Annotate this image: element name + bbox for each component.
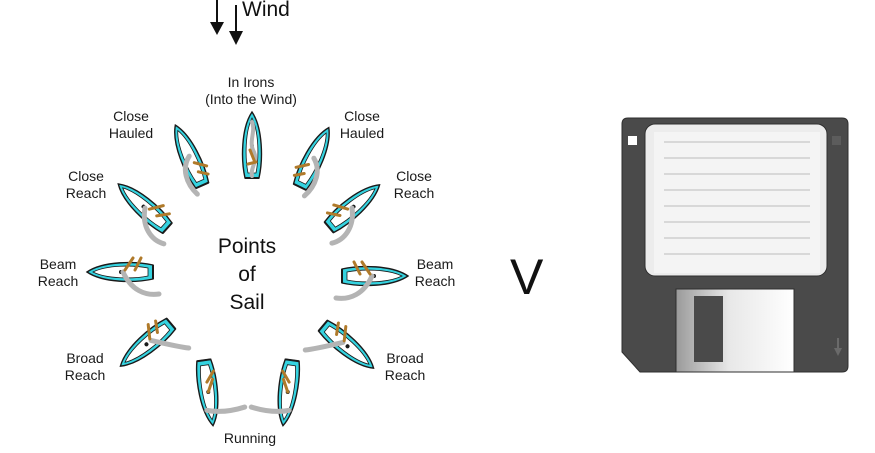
sailboat-icon — [290, 122, 339, 199]
sailboat-icon — [193, 357, 248, 428]
versus-label: V — [510, 249, 544, 305]
label-beam-reach-left: Beam Reach — [37, 256, 79, 289]
sailboat-icon — [113, 315, 192, 375]
label-broad-reach-left: Broad Reach — [64, 350, 106, 383]
sailboat-icon — [110, 175, 175, 247]
label-running: Running — [223, 430, 277, 446]
sailboat-icon — [302, 317, 381, 377]
label-close-reach-left: Close Reach — [65, 168, 107, 201]
label-close-reach-right: Close Reach — [393, 168, 435, 201]
label-in-irons: In Irons (Into the Wind) — [205, 74, 297, 107]
label-beam-reach-right: Beam Reach — [414, 256, 456, 289]
sailboat-icon — [333, 260, 409, 301]
sailboat-icon — [86, 256, 162, 297]
label-broad-reach-right: Broad Reach — [384, 350, 426, 383]
label-close-hauled-right: Close Hauled — [339, 108, 385, 141]
sailboat-icon — [241, 111, 263, 179]
points-of-sail-title: Points of Sail — [217, 235, 277, 314]
sailboat-icon — [321, 176, 387, 246]
wind-label: Wind — [242, 0, 290, 21]
floppy-disk-icon — [621, 117, 849, 373]
sailboat-icon — [165, 120, 212, 197]
label-close-hauled-left: Close Hauled — [108, 108, 154, 141]
wind-arrow-icon — [210, 0, 243, 45]
sailboat-icon — [248, 357, 303, 428]
